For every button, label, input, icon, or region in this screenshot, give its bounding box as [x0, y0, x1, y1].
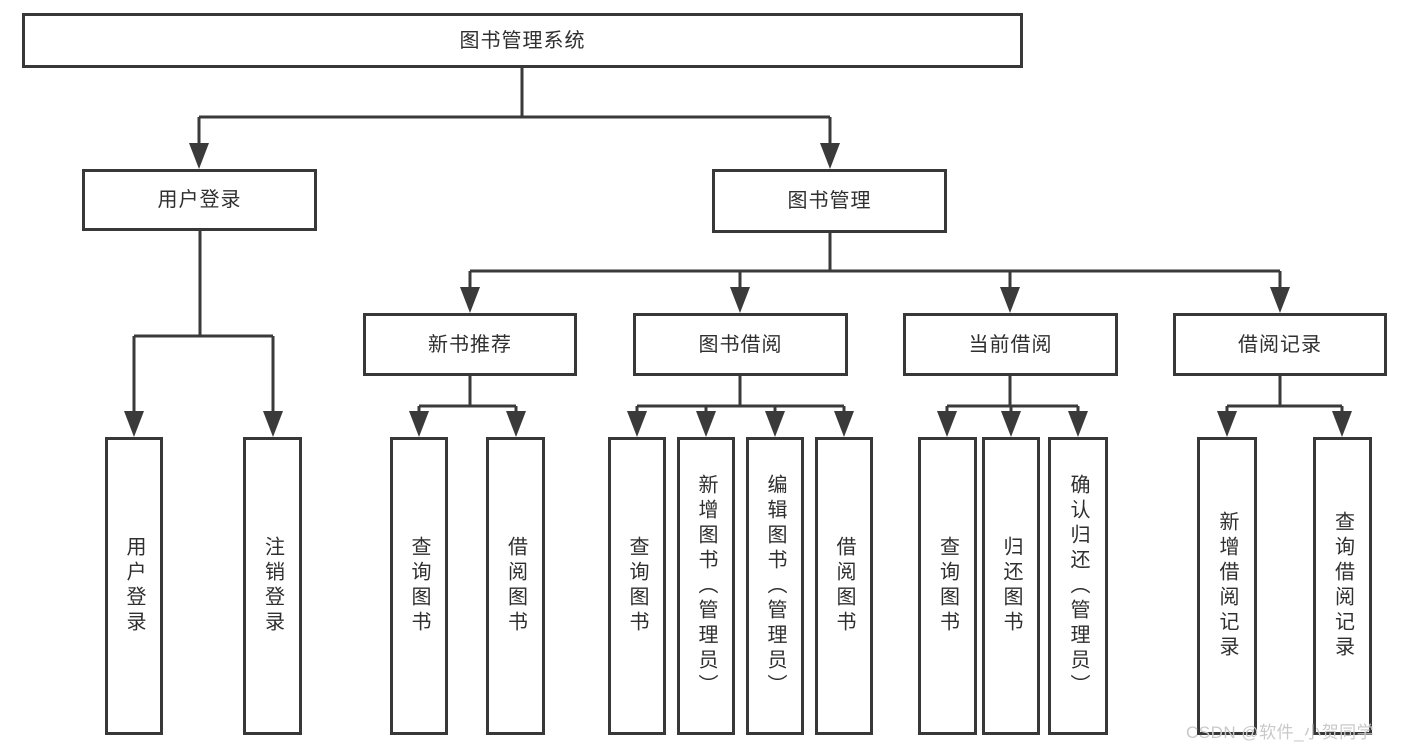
node-book-borrow: 图书借阅 [633, 313, 848, 376]
leaf-borrow-books-2: 借阅图书 [815, 437, 873, 735]
node-current-borrow: 当前借阅 [903, 313, 1118, 376]
node-borrow-records: 借阅记录 [1173, 313, 1387, 376]
leaf-user-login: 用户登录 [105, 437, 163, 735]
leaf-borrow-books-1: 借阅图书 [486, 437, 545, 735]
leaf-confirm-return-admin: 确认归还（管理员） [1048, 437, 1108, 735]
leaf-return-book: 归还图书 [982, 437, 1040, 735]
connector-new-book-recommend [409, 376, 526, 437]
leaf-query-books-3: 查询图书 [918, 437, 977, 735]
connector-root [189, 68, 840, 169]
connector-book-management [460, 233, 1290, 313]
leaf-query-borrow-record: 查询借阅记录 [1313, 437, 1372, 735]
connector-borrow-records [1217, 376, 1352, 437]
node-root: 图书管理系统 [22, 13, 1023, 68]
leaf-edit-book-admin: 编辑图书（管理员） [746, 437, 804, 735]
connector-book-borrow [627, 376, 854, 437]
node-book-management: 图书管理 [712, 169, 947, 233]
watermark: CSDN @软件_小贺同学 [1186, 723, 1375, 742]
node-user-login: 用户登录 [82, 169, 317, 231]
leaf-query-books-1: 查询图书 [390, 437, 448, 735]
leaf-add-book-admin: 新增图书（管理员） [677, 437, 735, 735]
connector-current-borrow [937, 376, 1088, 437]
leaf-add-borrow-record: 新增借阅记录 [1197, 437, 1257, 735]
connector-user-login [124, 231, 283, 437]
node-new-book-recommend: 新书推荐 [363, 313, 577, 376]
leaf-logout: 注销登录 [243, 437, 302, 735]
leaf-query-books-2: 查询图书 [608, 437, 666, 735]
